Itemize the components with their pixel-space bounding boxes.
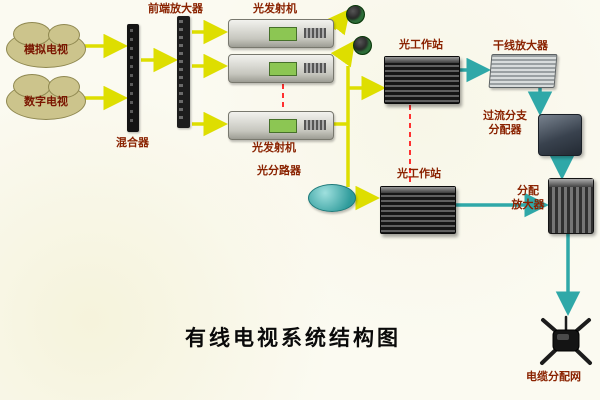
node-optical-splitter (308, 184, 356, 212)
node-front-amplifier (177, 16, 190, 128)
node-cable-distribution-network (540, 315, 592, 365)
test-point-device-1 (346, 5, 365, 24)
node-optical-transmitter-2 (228, 54, 334, 83)
node-optical-station-top (384, 56, 460, 104)
mixer-label: 混合器 (116, 137, 149, 149)
node-optical-transmitter-1 (228, 19, 334, 48)
overcurrent-branch-label: 过流分支 分配器 (483, 110, 527, 136)
optical-station-top-label: 光工作站 (399, 39, 443, 51)
node-analog-tv: 模拟电视 (6, 22, 86, 68)
node-digital-tv: 数字电视 (6, 74, 86, 120)
node-mixer (127, 24, 139, 132)
optical-splitter-label: 光分路器 (257, 165, 301, 177)
node-optical-transmitter-3 (228, 111, 334, 140)
optical-station-bottom-label: 光工作站 (397, 168, 441, 180)
optical-tx-top-label: 光发射机 (253, 3, 297, 15)
cable-network-label: 电缆分配网 (526, 371, 581, 383)
optical-tx-bottom-label: 光发射机 (252, 142, 296, 154)
node-trunk-amplifier (488, 54, 558, 88)
node-distribution-amplifier (548, 178, 594, 234)
test-point-device-2 (353, 36, 372, 55)
arrow-tx1-to-testpoint1 (325, 8, 351, 36)
analog-tv-label: 模拟电视 (24, 44, 68, 56)
diagram-title: 有线电视系统结构图 (185, 327, 401, 350)
trunk-amplifier-label: 干线放大器 (493, 40, 548, 52)
front-amplifier-label: 前端放大器 (148, 3, 203, 15)
distribution-amplifier-label: 分配 放大器 (511, 185, 545, 211)
digital-tv-label: 数字电视 (24, 96, 68, 108)
arrow-tx2-to-testpoint2 (330, 40, 356, 68)
node-optical-station-bottom (380, 186, 456, 234)
node-overcurrent-branch-splitter (538, 114, 582, 156)
